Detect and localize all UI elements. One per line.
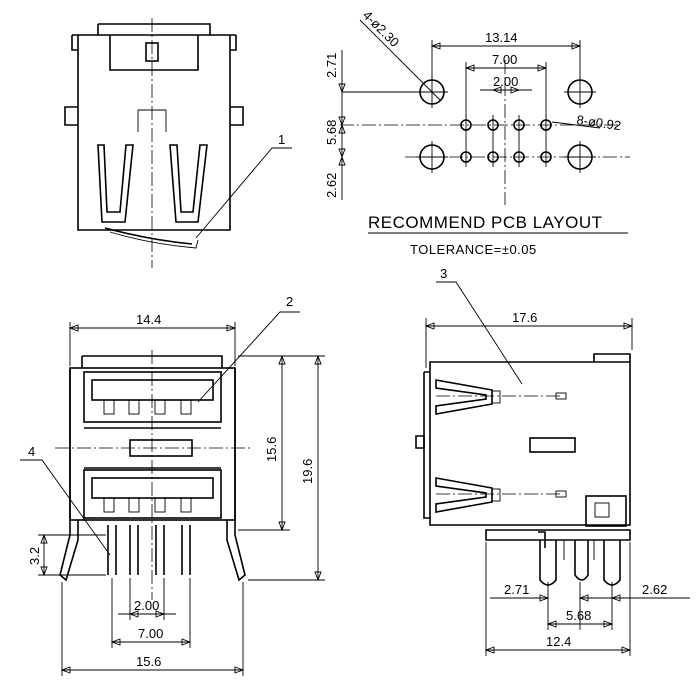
dim-5-68: 5.68 [324,120,339,145]
dim-2-62-side: 2.62 [642,582,667,597]
front-view: 14.4 15.6 19.6 3.2 2.00 7.00 15.6 2 [20,294,325,676]
dim-12-4: 12.4 [546,634,571,649]
dim-7-00-front: 7.00 [138,626,163,641]
tolerance-note: TOLERANCE=±0.05 [410,242,537,257]
dim-2-71-side: 2.71 [504,582,529,597]
dim-13-14: 13.14 [485,30,518,45]
note-large-holes: 4-ø2.30 [360,8,402,50]
dim-15-6-height: 15.6 [264,437,279,462]
dim-2-00-front: 2.00 [134,598,159,613]
dim-14-4: 14.4 [136,312,161,327]
dim-2-71: 2.71 [324,53,339,78]
callout-4: 4 [28,444,35,459]
pcb-layout: 13.14 7.00 2.00 2.71 5.68 2.62 4-ø2.30 8… [324,8,630,257]
dim-2-62: 2.62 [324,173,339,198]
top-view: 1 [64,18,292,268]
side-view: 17.6 2.71 2.62 5.68 12.4 3 [415,266,690,656]
dim-17-6: 17.6 [512,310,537,325]
layout-title: RECOMMEND PCB LAYOUT [368,213,603,232]
dim-2-00: 2.00 [493,74,518,89]
dim-19-6: 19.6 [300,459,315,484]
dim-3-2: 3.2 [27,547,42,565]
dim-15-6-width: 15.6 [136,654,161,669]
callout-2: 2 [286,294,293,309]
note-small-holes: 8-ø0.92 [576,112,622,133]
dim-7-00: 7.00 [492,52,517,67]
callout-3: 3 [440,266,447,281]
dim-5-68-side: 5.68 [566,608,591,623]
callout-1: 1 [278,132,285,147]
